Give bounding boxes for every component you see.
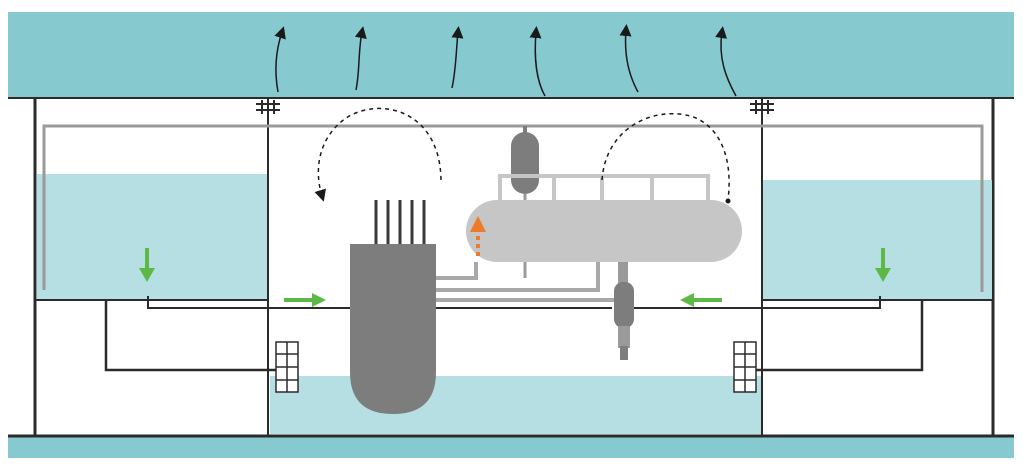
left-pool-water [37, 174, 267, 300]
flow-arrow-to-pump [680, 293, 722, 307]
flow-arrow-to-vessel [284, 293, 326, 307]
airflow-arrow-4 [529, 26, 546, 97]
flow-arrow-right-pool [875, 248, 891, 282]
right-grille [733, 341, 757, 393]
heat-exchanger [466, 200, 742, 262]
left-roof-vent [256, 100, 280, 114]
airflow-arrow-5 [619, 24, 639, 93]
convection-loop-left [314, 107, 442, 202]
right-pool-water [763, 180, 992, 300]
right-injection-line [756, 300, 924, 372]
airflow-arrow-1 [274, 26, 286, 93]
primary-loop-pipes [436, 262, 620, 302]
airflow-arrow-6 [715, 26, 737, 97]
right-pool-pipe [530, 124, 984, 292]
left-grille [275, 341, 299, 393]
right-roof-vent [750, 100, 774, 114]
right-drain-pipe [630, 296, 881, 309]
left-pool-pipe [42, 124, 530, 290]
ground-band [8, 436, 1014, 458]
control-rods [374, 200, 426, 248]
airflow-arrows [274, 24, 737, 97]
reactor-vessel [350, 244, 436, 414]
airflow-arrow-2 [354, 26, 367, 91]
bottom-cavity-water [270, 376, 761, 434]
left-injection-line [104, 300, 276, 372]
airflow-arrow-3 [451, 26, 464, 89]
coolant-pump [614, 262, 634, 360]
convection-loop-right-end [725, 198, 731, 204]
left-drain-pipe [147, 296, 612, 309]
convection-loop-right [601, 113, 730, 201]
steam-drum [511, 132, 539, 194]
heat-indicator [470, 216, 486, 256]
atmosphere-band [8, 12, 1014, 98]
flow-arrow-left-pool [139, 248, 155, 282]
